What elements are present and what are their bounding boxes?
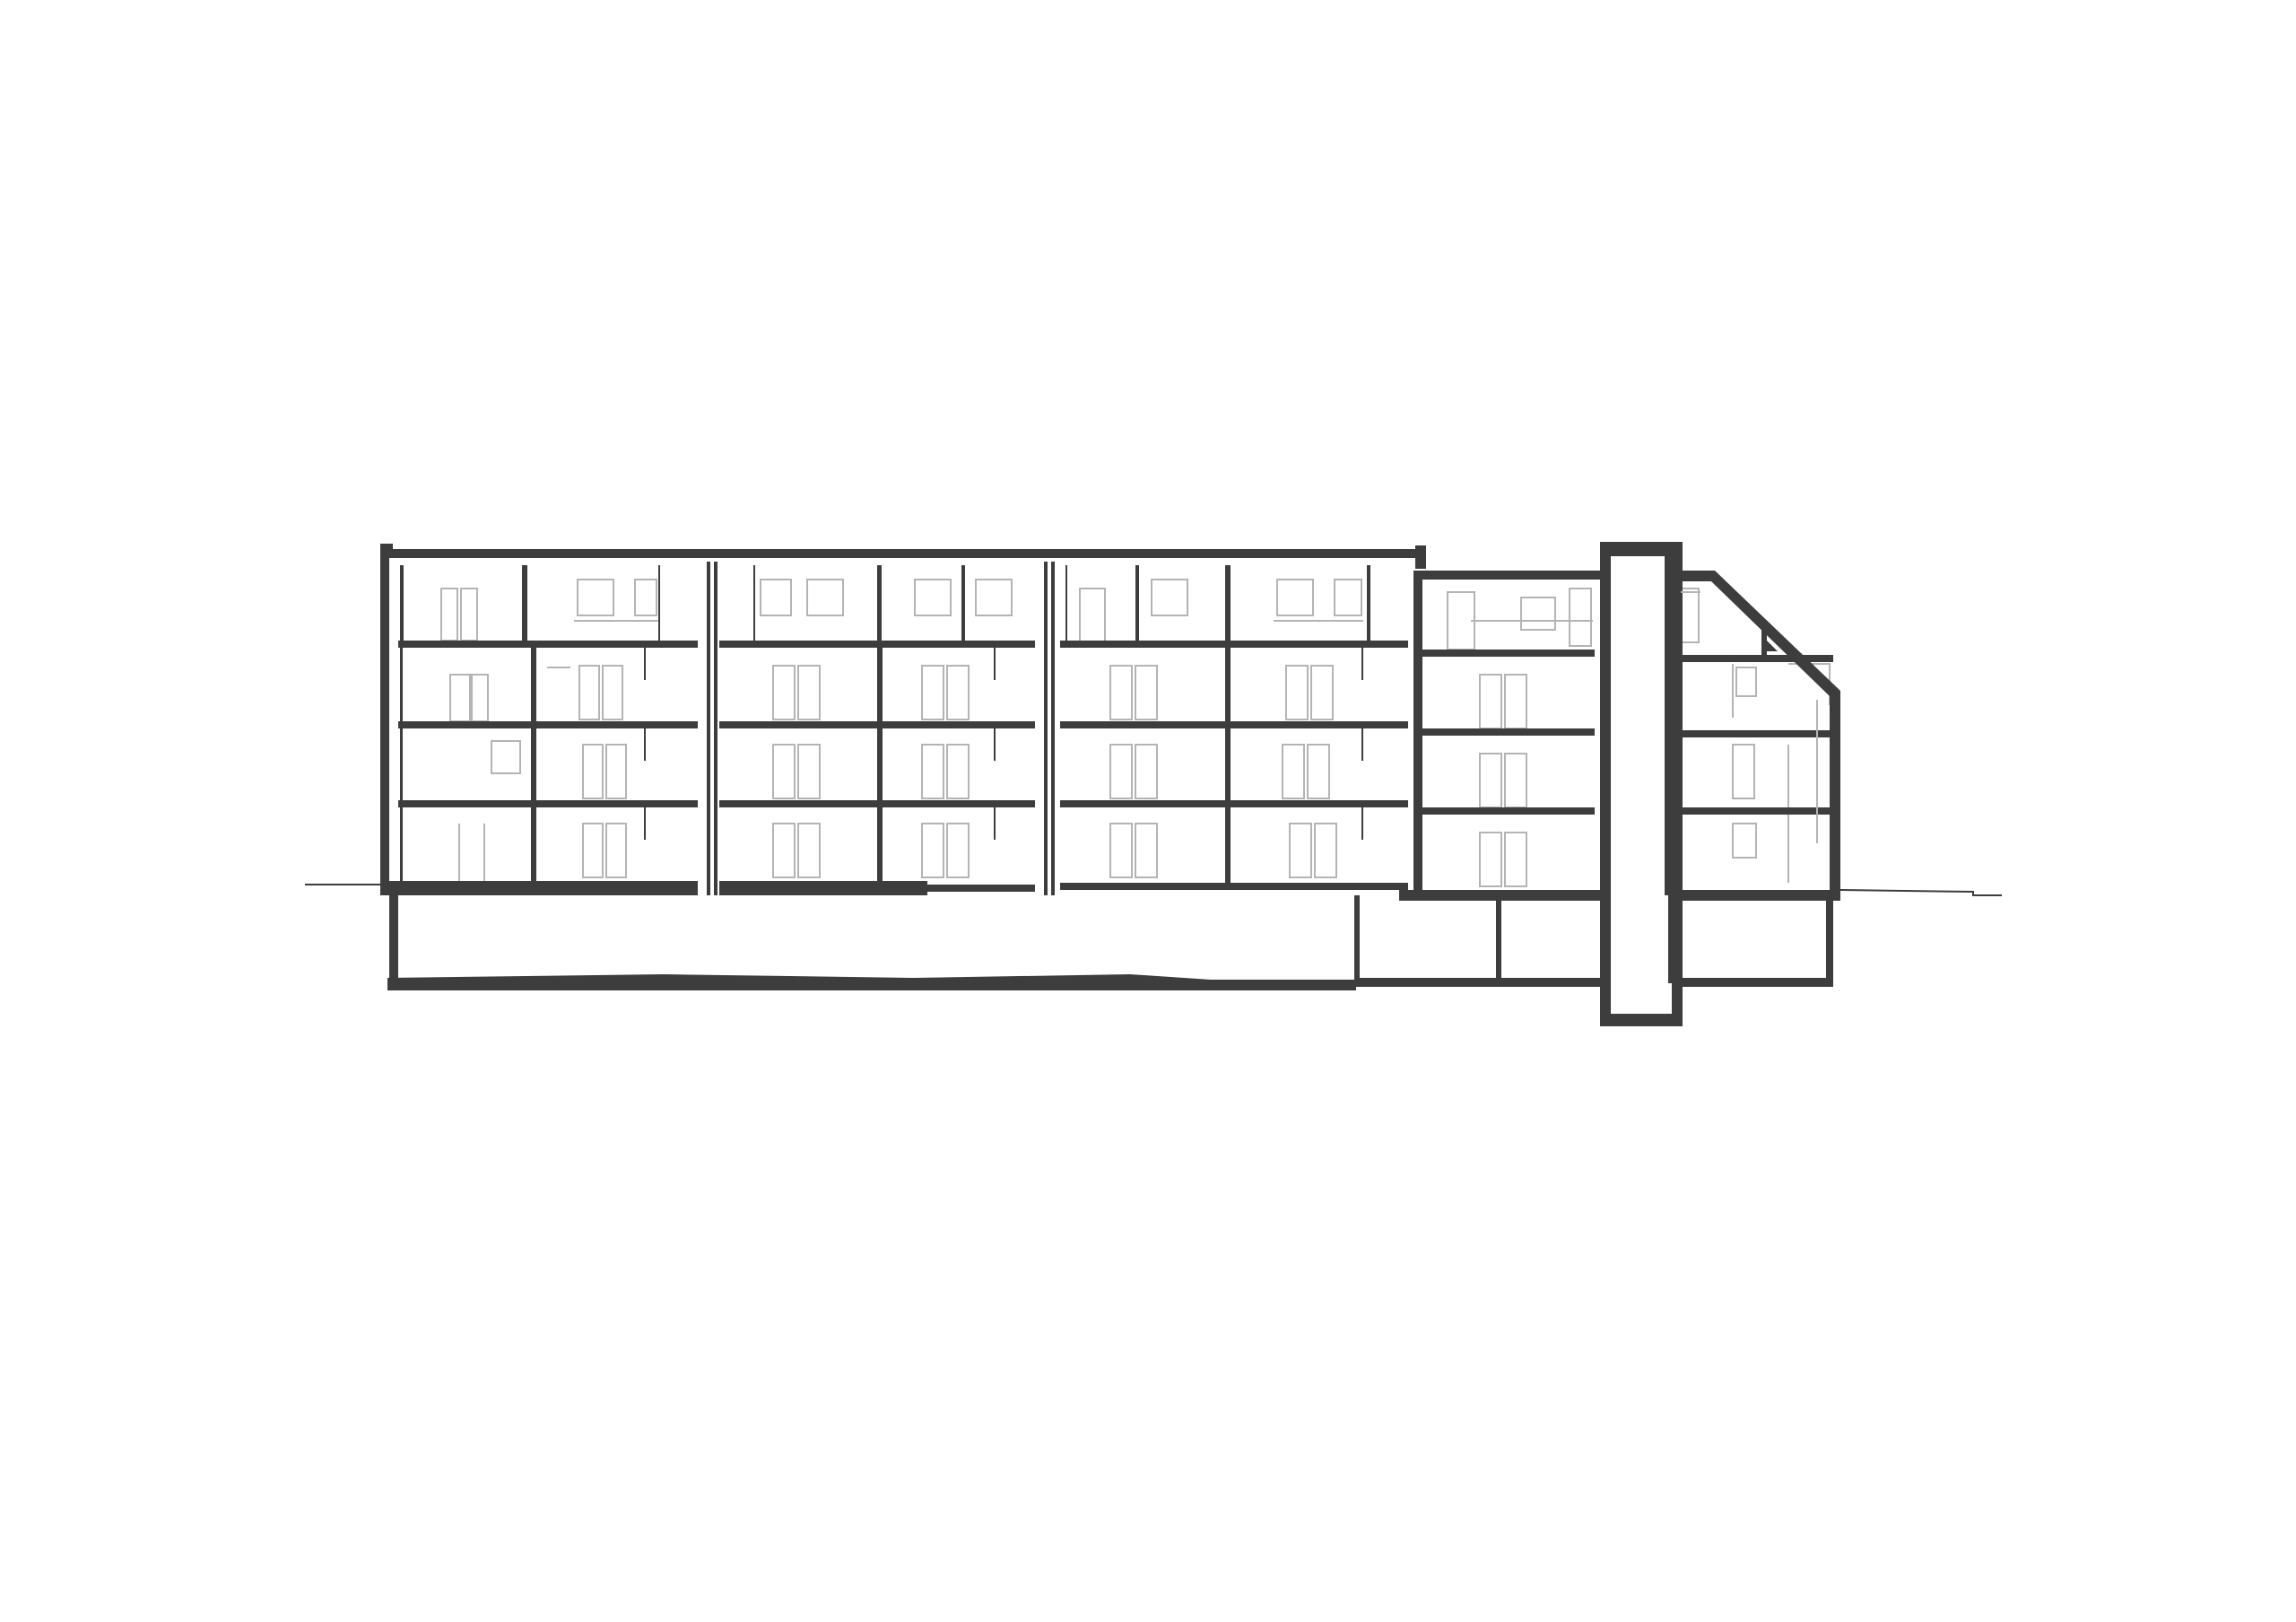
floor-slab (719, 641, 1035, 648)
door-detail (1504, 674, 1527, 729)
core-shaft (1600, 542, 1683, 1026)
expansion-joint (1051, 562, 1055, 895)
door-detail (1479, 674, 1502, 729)
expansion-joint (707, 562, 710, 895)
partition-stub (994, 728, 996, 761)
exterior-wall (1413, 571, 1422, 895)
basement-wall-west (389, 895, 398, 985)
floor-slab (398, 800, 698, 807)
roof-slab (1422, 571, 1600, 580)
basement-wall (1354, 895, 1360, 983)
ground-slab (1060, 883, 1408, 890)
floor-slab (1672, 655, 1833, 662)
core-side-wall-thin (1668, 556, 1672, 983)
cross-wall (877, 565, 882, 641)
basement-slab (387, 974, 1356, 990)
cross-wall (1367, 565, 1370, 641)
cross-wall (961, 565, 965, 641)
ground-slab (1672, 890, 1840, 901)
floor-slab (1672, 730, 1833, 737)
partition-stub (402, 565, 404, 641)
ground-line (305, 884, 2002, 896)
floor-slab (398, 721, 698, 728)
partition-stub (994, 807, 996, 840)
cross-wall (1135, 565, 1139, 641)
floor-slab (1672, 807, 1833, 815)
east-block-details (1681, 591, 1818, 843)
roof-slab (382, 549, 1422, 558)
expansion-joint (714, 562, 718, 895)
basement-slab (1683, 978, 1833, 987)
partition-stub (658, 565, 660, 641)
ground-slab (1399, 890, 1600, 901)
window-detail (1735, 667, 1757, 697)
door-detail (1504, 832, 1527, 887)
door-pairs (449, 665, 1337, 878)
basement-wall-east (1826, 901, 1833, 987)
door-detail (1479, 832, 1502, 887)
basement-slab (1356, 978, 1600, 987)
window-detail (760, 579, 792, 616)
roof-gusset (1767, 641, 1778, 651)
window-detail (1276, 579, 1314, 616)
partition-stub (1361, 648, 1363, 680)
window-detail (806, 579, 844, 616)
partition-stub (1361, 807, 1363, 840)
east-block (1665, 556, 1840, 987)
partition-stub (994, 648, 996, 680)
parapet-east (1415, 545, 1426, 569)
window-detail (1520, 597, 1556, 631)
floor-slab (1422, 728, 1595, 736)
cross-wall (877, 648, 883, 883)
window-detail (975, 579, 1013, 616)
main-block (380, 544, 1426, 990)
cross-wall (1225, 565, 1231, 641)
partition-stub (644, 807, 646, 840)
ground-slab (719, 881, 927, 895)
floor-slab (1060, 721, 1408, 728)
floor-slab (1060, 641, 1408, 648)
ground-line-east (1839, 889, 2002, 896)
window-detail (577, 579, 614, 616)
inner-wall (1761, 624, 1767, 660)
window-detail (1732, 823, 1757, 859)
partition-stub (1065, 565, 1067, 641)
circulation-core (1600, 542, 1683, 1026)
window-detail (1334, 579, 1362, 616)
cross-wall (1225, 648, 1231, 883)
door-detail (1504, 753, 1527, 808)
window-detail (1151, 579, 1188, 616)
partition-stub (644, 648, 646, 680)
partition-stub (753, 565, 755, 641)
exterior-wall-west (380, 549, 389, 895)
expansion-joint (1044, 562, 1048, 895)
middle-block (1356, 571, 1600, 987)
basement-wall (1496, 901, 1501, 983)
floor-slab (398, 641, 698, 648)
cross-wall (522, 565, 527, 641)
partition-stub (644, 728, 646, 761)
window-detail (460, 588, 478, 641)
floor-slab (1422, 650, 1595, 657)
door-detail (1447, 591, 1475, 650)
window-detail (914, 579, 952, 616)
door-detail (1079, 588, 1106, 643)
window-detail (440, 588, 458, 641)
door-detail (1479, 753, 1502, 808)
floor-slab (1060, 800, 1408, 807)
cross-wall (531, 648, 536, 883)
ground-slab (927, 885, 1035, 892)
floor-slab (1422, 807, 1595, 815)
ground-slab (386, 881, 698, 895)
door-detail (1732, 744, 1755, 799)
partition-stub (1361, 728, 1363, 761)
window-detail (634, 579, 657, 616)
structure (380, 542, 1840, 1026)
window-detail (1569, 588, 1592, 647)
